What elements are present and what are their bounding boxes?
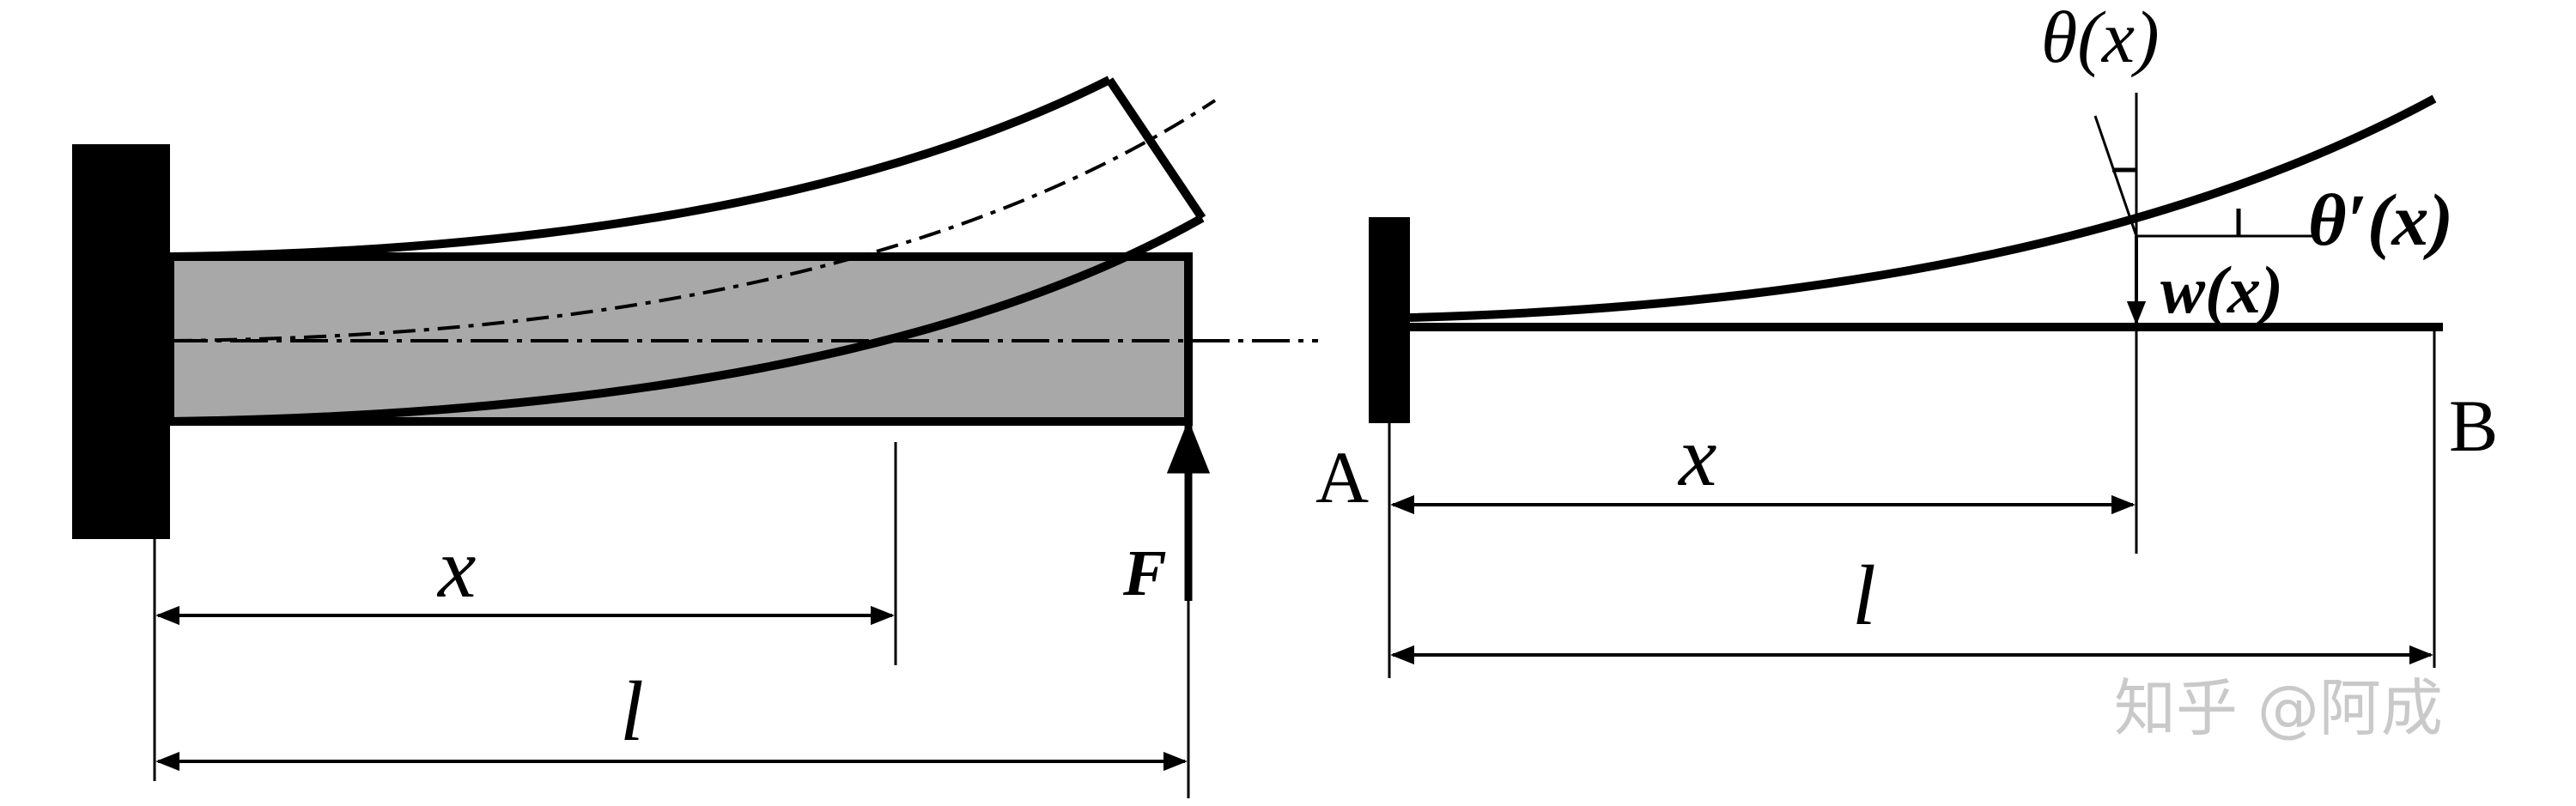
right-label-A: A [1315,436,1369,518]
right-fixed-wall [1369,217,1410,423]
left-deformed-beam-bottom-edge [169,214,1205,426]
right-cantilever-diagram: θ(x) θ′(x) w(x) A B x l [1315,0,2498,678]
right-label-theta: θ(x) [2041,0,2160,78]
left-deformed-neutral-axis [169,99,1217,342]
left-deformed-beam-top-edge [169,76,1112,261]
right-label-w: w(x) [2160,252,2283,327]
right-label-theta-prime: θ′(x) [2308,179,2453,261]
right-label-x: x [1677,409,1716,504]
left-label-x: x [436,520,476,615]
right-deflection-curve [1409,94,2437,322]
right-label-l: l [1852,548,1876,643]
left-deformed-beam-end-face [1105,77,1206,221]
left-cantilever-diagram: F x l [72,76,1318,798]
watermark: 知乎 @阿成 [2114,672,2443,744]
left-force-label: F [1122,537,1167,609]
left-fixed-wall [72,144,170,539]
left-label-l: l [620,664,644,759]
right-label-B: B [2449,385,2498,467]
right-tangent-line [2093,115,2138,237]
